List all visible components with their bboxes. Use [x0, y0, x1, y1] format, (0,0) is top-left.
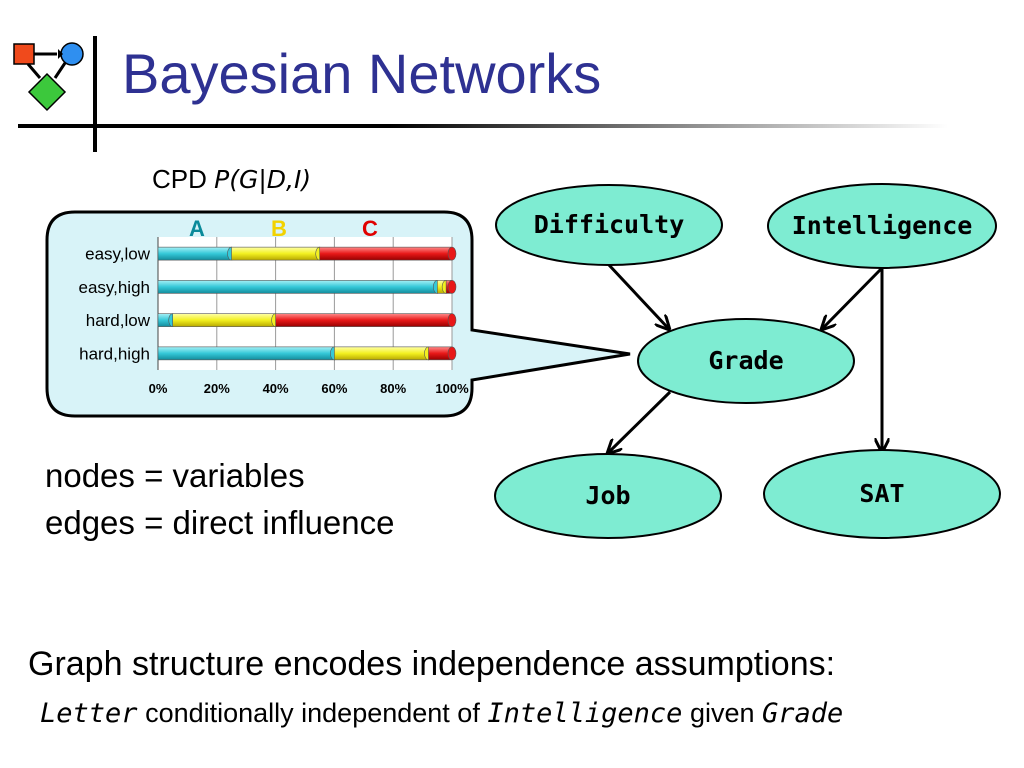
- node-sat: SAT: [763, 449, 1001, 539]
- var-grade: Grade: [762, 698, 844, 729]
- x-tick-label: 20%: [204, 381, 230, 396]
- legend-label-A: A: [189, 216, 205, 241]
- node-job-shape: [494, 453, 722, 539]
- x-tick-label: 80%: [380, 381, 406, 396]
- edge-grade-to-job: [609, 390, 672, 452]
- x-tick-label: 100%: [435, 381, 469, 396]
- node-sat-label: SAT: [859, 479, 904, 508]
- y-category-label: hard,high: [79, 344, 150, 363]
- node-job: Job: [494, 453, 722, 539]
- node-grade: Grade: [637, 318, 855, 404]
- var-intelligence: Intelligence: [487, 698, 683, 729]
- title-divider-vertical: [93, 36, 97, 152]
- var-letter: Letter: [40, 698, 138, 729]
- node-difficulty-label: Difficulty: [534, 210, 685, 239]
- x-tick-label: 60%: [321, 381, 347, 396]
- text-cond-indep: conditionally independent of: [145, 698, 480, 728]
- node-sat-shape: [763, 449, 1001, 539]
- x-tick-label: 0%: [149, 381, 168, 396]
- y-category-label: hard,low: [86, 311, 151, 330]
- legend-label-C: C: [362, 216, 378, 241]
- cpd-caption: CPD P(G|D,I): [152, 164, 311, 195]
- text-given: given: [689, 698, 755, 728]
- bar-cap-C: [447, 246, 457, 261]
- bullet-edges: edges = direct influence: [45, 504, 395, 541]
- node-grade-label: Grade: [708, 346, 783, 375]
- x-tick-label: 40%: [263, 381, 289, 396]
- node-grade-shape: [637, 318, 855, 404]
- bar-cap-C: [447, 346, 457, 361]
- y-category-label: easy,high: [78, 278, 150, 297]
- node-job-label: Job: [585, 481, 630, 510]
- legend-label-B: B: [271, 216, 287, 241]
- node-intelligence-label: Intelligence: [792, 211, 973, 240]
- y-category-label: easy,low: [85, 245, 151, 264]
- node-intelligence-shape: [767, 183, 997, 269]
- cpd-expression: P(G|D,I): [214, 165, 312, 194]
- bayes-net-logo-icon: [13, 42, 84, 112]
- node-difficulty: Difficulty: [495, 184, 723, 266]
- cpd-prefix: CPD: [152, 164, 207, 194]
- edge-intelligence-to-grade: [823, 266, 884, 328]
- bar-cap-C: [447, 313, 457, 327]
- bar-cap-C: [447, 280, 457, 294]
- title-divider-horizontal: [18, 124, 948, 128]
- edge-difficulty-to-grade: [607, 263, 668, 328]
- node-intelligence: Intelligence: [767, 183, 997, 269]
- independence-statement: Graph structure encodes independence ass…: [28, 645, 836, 683]
- node-difficulty-shape: [495, 184, 723, 266]
- bullet-nodes: nodes = variables: [45, 457, 305, 494]
- slide-title: Bayesian Networks: [122, 42, 602, 105]
- independence-example: Letter conditionally independent of Inte…: [40, 698, 843, 729]
